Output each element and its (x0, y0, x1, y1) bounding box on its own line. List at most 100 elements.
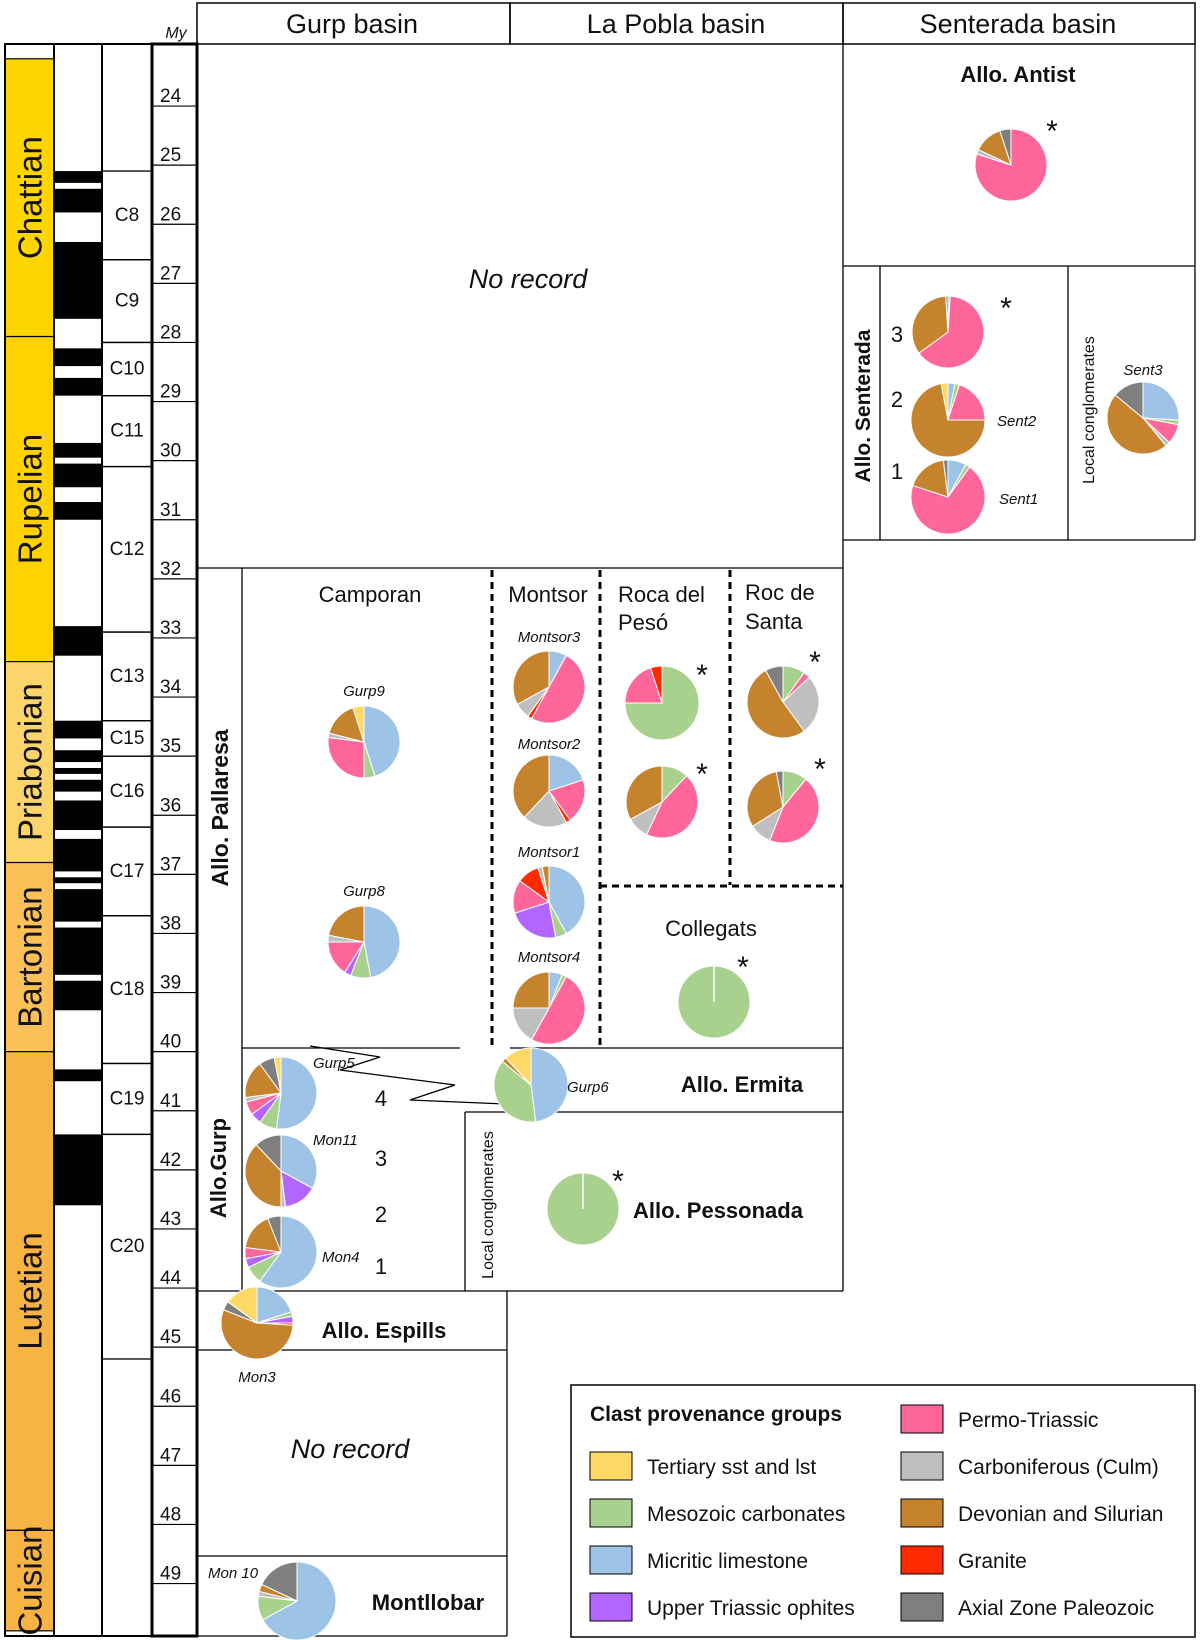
pie-sample-14 (746, 770, 820, 844)
basin-gurp: Gurp basin (286, 9, 418, 39)
pie-slice-axial (267, 1215, 282, 1253)
pie-gurp5 (244, 1056, 318, 1130)
my-tick-label: 31 (160, 500, 181, 521)
pie-slice-permo (624, 667, 663, 704)
pie-slice-devonian (912, 459, 949, 498)
pie-sample-11 (624, 665, 700, 741)
gurp-level-4: 4 (375, 1086, 387, 1111)
pie-slice-devonian (541, 865, 550, 903)
my-tick-label: 35 (160, 736, 181, 757)
pie-montsor3 (512, 650, 586, 724)
legend-swatch-axial (900, 1592, 944, 1622)
pie-slice-permo (910, 466, 986, 535)
pie-slice-axial (942, 459, 949, 498)
pie-montsor2 (512, 754, 586, 828)
pie-slice-devonian (328, 905, 365, 943)
unit-santa: Santa (745, 609, 803, 634)
pie-slice-carbon (782, 676, 820, 732)
pie-slice-micritic (548, 754, 584, 792)
my-tick-label: 37 (160, 854, 181, 875)
allo-gurp-label: Allo.Gurp (206, 1118, 231, 1218)
asterisk-mark: * (696, 659, 708, 692)
pie-sample-label: Montsor1 (518, 844, 581, 861)
stage-band (4, 58, 55, 338)
chron-label: C15 (110, 728, 145, 749)
pie-slice-devonian (911, 295, 949, 354)
pie-charts: **Sent2Sent1Sent3Gurp9Gurp8Montsor3Monts… (208, 115, 1180, 1640)
pie-slice-permo (530, 975, 586, 1045)
legend-label-permo: Permo-Triassic (958, 1409, 1098, 1432)
legend-label-granite: Granite (958, 1550, 1027, 1573)
pie-slice-mesozoic (493, 1060, 537, 1123)
pie-slice-axial (1114, 381, 1144, 420)
pie-sample-label: Mon11 (313, 1132, 358, 1149)
stage-band (4, 861, 55, 1053)
polarity-normal-band (55, 767, 101, 774)
my-tick-label: 39 (160, 973, 181, 994)
unit-roc-de: Roc de (745, 580, 815, 605)
frame-lines (196, 44, 1196, 1637)
legend-swatch-ophites (589, 1592, 633, 1622)
legend-label-tertiary: Tertiary sst and lst (647, 1456, 816, 1479)
pie-slice-permo (327, 736, 365, 779)
dashed-dividers (490, 570, 843, 1046)
legend-label-micritic: Micritic limestone (647, 1550, 808, 1573)
my-tick-label: 30 (160, 441, 181, 462)
legend-box (570, 1384, 1196, 1638)
pie-sample-label: Mon4 (322, 1249, 360, 1266)
asterisk-mark: * (612, 1165, 624, 1198)
pie-sample-label: Gurp9 (343, 683, 385, 700)
polarity-normal-band (55, 241, 101, 319)
legend-label-devonian: Devonian and Silurian (958, 1503, 1163, 1526)
pie-slice-devonian (220, 1309, 294, 1360)
local-conglomerates-gurp: Local conglomerates (480, 1131, 497, 1279)
legend-label-ophites: Upper Triassic ophites (647, 1597, 855, 1620)
allo-pallaresa-label: Allo. Pallaresa (207, 729, 233, 886)
pie-sent3 (1106, 381, 1180, 455)
pie-mon11 (244, 1134, 318, 1208)
asterisk-mark: * (809, 646, 821, 679)
polarity-normal-band (55, 720, 101, 739)
legend-swatch-permo (900, 1404, 944, 1434)
legend-label-axial: Axial Zone Paleozoic (958, 1597, 1154, 1620)
pie-montsor4 (512, 971, 586, 1045)
polarity-normal-band (55, 442, 101, 458)
pie-slice-tertiary (940, 382, 949, 421)
gurp-level-3: 3 (375, 1146, 387, 1171)
stage-column: ChattianRupelianPriabonianBartonianLutet… (4, 58, 55, 1636)
pie-slice-devonian (625, 765, 663, 821)
local-conglomerates-senterada: Local conglomerates (1081, 336, 1098, 484)
pie-sample-label: Montsor2 (518, 736, 581, 753)
legend-swatch-granite (900, 1545, 944, 1575)
pie-slice-micritic (363, 705, 401, 777)
my-tick-label: 33 (160, 618, 181, 639)
asterisk-mark: * (814, 753, 826, 786)
no-record-upper: No record (469, 264, 589, 294)
polarity-normal-band (55, 377, 101, 396)
gurp-level-2: 2 (375, 1202, 387, 1227)
gurp-level-1: 1 (375, 1254, 387, 1279)
pie-sample-12 (625, 765, 699, 839)
unit-peso: Pesó (618, 610, 668, 635)
polarity-normal-band (55, 750, 101, 763)
unit-roca-del: Roca del (618, 582, 705, 607)
pie-mon4 (244, 1215, 318, 1289)
pie-montsor1 (512, 865, 586, 939)
allo-espills-label: Allo. Espills (322, 1318, 447, 1343)
chron-label: C10 (110, 359, 145, 380)
pie-sample-15 (677, 965, 751, 1039)
my-tick-label: 49 (160, 1564, 181, 1585)
pie-slice-micritic (548, 865, 586, 935)
pie-gurp6 (493, 1047, 569, 1123)
pie-slice-devonian (746, 669, 805, 739)
pie-sample-label: Sent2 (997, 413, 1037, 430)
pie-slice-devonian (512, 754, 550, 818)
pie-slice-permo (947, 384, 986, 421)
polarity-normal-band (55, 626, 101, 656)
pie-slice-tertiary (227, 1286, 258, 1324)
chron-column (101, 43, 153, 1637)
legend-swatch-mesozoic (589, 1498, 633, 1528)
polarity-normal-band (55, 800, 101, 831)
legend-label-mesozoic: Mesozoic carbonates (647, 1503, 845, 1526)
stage-label: Rupelian (12, 434, 49, 564)
